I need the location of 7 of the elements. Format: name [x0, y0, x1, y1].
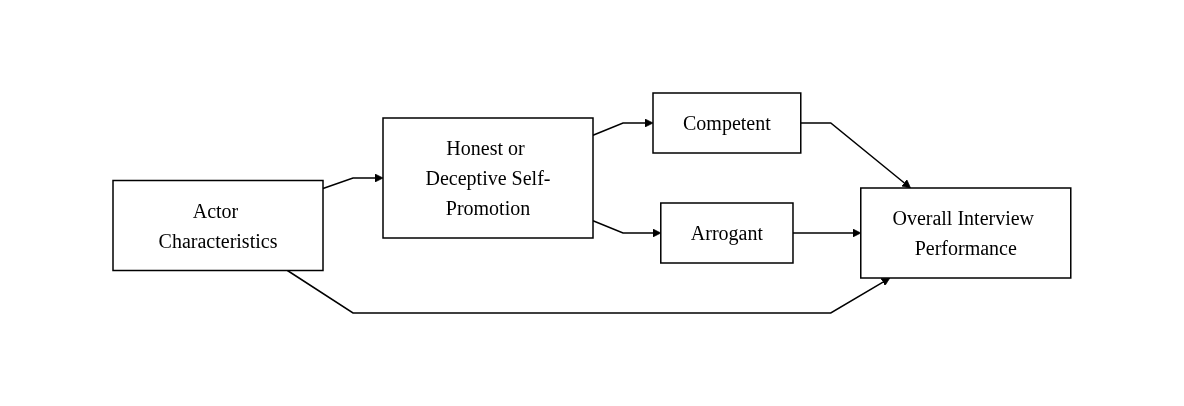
node-box: Actor Characteristics [112, 179, 324, 272]
node-box: Arrogant [660, 202, 794, 264]
node-box: Honest or Deceptive Self-Promotion [382, 117, 594, 239]
node-box: Competent [652, 92, 802, 154]
arrow [286, 269, 891, 314]
node-box: Overall Interview Performance [860, 187, 1072, 279]
arrow [800, 122, 912, 189]
